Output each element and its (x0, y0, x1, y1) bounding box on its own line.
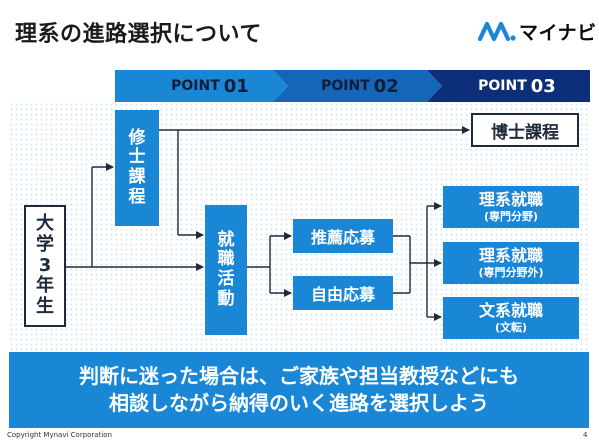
logo-text: マイナビ (519, 21, 597, 44)
copyright-text: Copyright Mynavi Corporation (7, 431, 112, 439)
advice-line-1: 判断に迷った場合は、ご家族や担当教授などにも (79, 364, 519, 388)
advice-line-2: 相談しながら納得のいく進路を選択しよう (109, 391, 489, 415)
recommendation-application-box: 推薦応募 (293, 219, 393, 253)
advice-banner: 判断に迷った場合は、ご家族や担当教授などにも 相談しながら納得のいく進路を選択し… (9, 352, 589, 428)
doctoral-course-box: 博士課程 (471, 113, 579, 147)
chevron-point-01 (115, 70, 288, 102)
mynavi-logo-mark-icon (478, 21, 516, 42)
page-number: 4 (583, 431, 588, 439)
start-box-third-year: 大 学 3 年 生 (24, 205, 66, 327)
chevron-point-02 (273, 70, 442, 102)
mynavi-logo: マイナビ (478, 16, 597, 46)
chevron-point-03 (427, 70, 590, 102)
free-application-box: 自由応募 (293, 276, 393, 310)
masters-course-box: 修 士 課 程 (115, 110, 159, 226)
science-job-outside-field-box: 理系就職 (専門分野外) (443, 242, 579, 284)
science-job-in-field-box: 理系就職 (専門分野) (443, 186, 579, 228)
job-hunting-box: 就 職 活 動 (205, 205, 247, 335)
page-title: 理系の進路選択について (15, 22, 262, 47)
humanities-job-box: 文系就職 (文転) (443, 297, 579, 339)
